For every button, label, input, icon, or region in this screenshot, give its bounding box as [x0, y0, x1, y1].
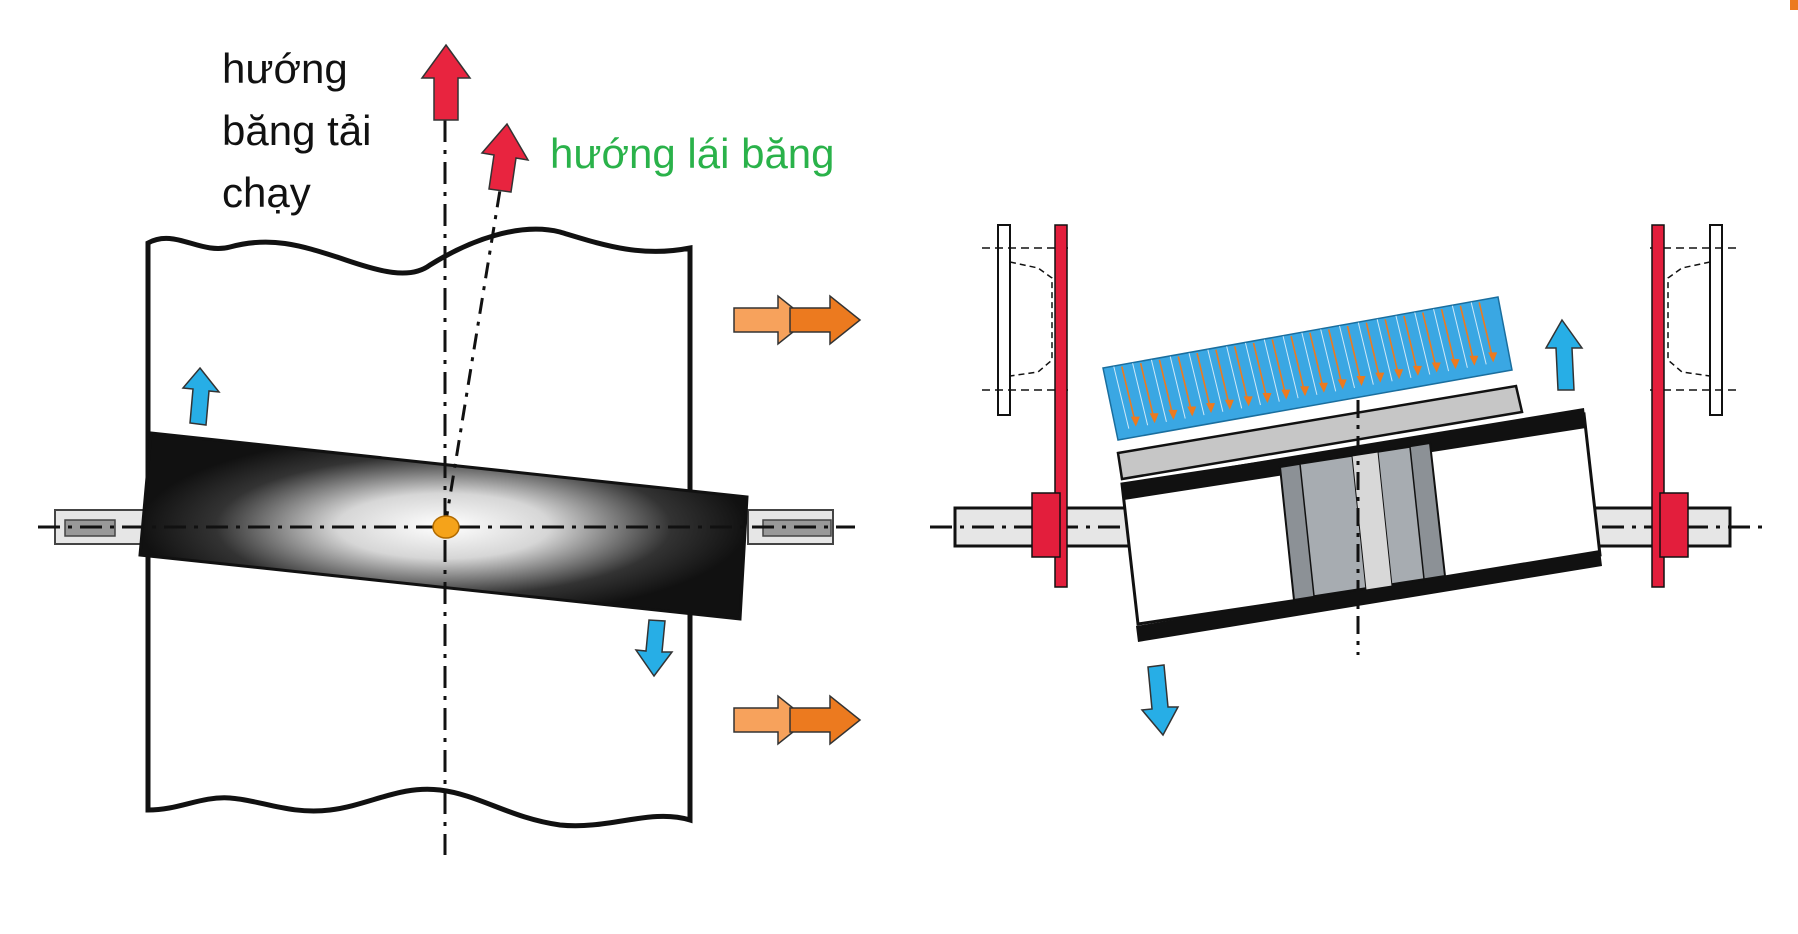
top-view [38, 43, 862, 855]
roller-bottom-band [1136, 550, 1602, 642]
corner-mark [1790, 0, 1798, 10]
side-blue-arrow-down [1140, 664, 1180, 737]
side-view [930, 224, 1770, 737]
belt-direction-arrow [420, 43, 472, 121]
roller-top-band [1122, 408, 1586, 500]
left-frame-outline [997, 224, 1011, 416]
right-frame-outline [1709, 224, 1723, 416]
load-arrows [1113, 302, 1498, 429]
right-red-clamp [1659, 492, 1689, 558]
orange-arrows-top [733, 294, 862, 346]
belt-direction-label: hướng băng tải chạy [222, 45, 372, 216]
top-plate [1116, 384, 1524, 481]
left-red-clamp [1031, 492, 1061, 558]
blue-arrow-up-left [181, 366, 221, 426]
side-blue-arrow-up [1544, 318, 1584, 391]
steering-direction-arrow [480, 122, 530, 193]
orange-arrows-bottom [733, 694, 862, 746]
blue-arrow-down-right [634, 619, 674, 678]
load-panel [1102, 296, 1513, 441]
steering-line [443, 189, 502, 528]
steering-direction-label: hướng lái băng [550, 130, 835, 177]
pivot-point [432, 515, 460, 539]
